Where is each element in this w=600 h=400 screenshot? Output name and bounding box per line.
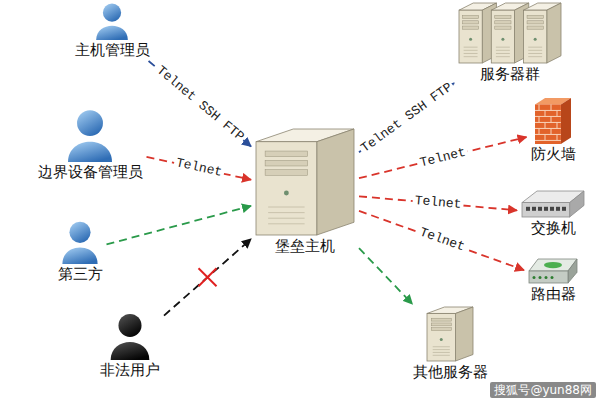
device-node: 堡垒主机: [253, 128, 357, 255]
person-icon: [60, 220, 100, 264]
node-label: 其他服务器: [413, 363, 488, 381]
protocol-label: Telnet: [415, 225, 468, 255]
tower-icon: [255, 128, 355, 236]
node-label: 交换机: [531, 219, 576, 237]
node-label: 路由器: [531, 285, 576, 303]
dashed-connector: [147, 157, 252, 180]
device-node: 交换机: [519, 190, 587, 237]
node-label: 非法用户: [100, 361, 160, 379]
dashed-connector: [359, 211, 524, 270]
dashed-connector: [107, 206, 252, 245]
group-icon: [458, 2, 562, 64]
device-node: 主机管理员: [73, 2, 152, 59]
node-label: 主机管理员: [75, 41, 150, 59]
person-icon: [65, 108, 115, 162]
device-node: 边界设备管理员: [36, 108, 145, 181]
protocol-label: Telnet SSH FTP: [152, 62, 248, 145]
firewall-icon: [535, 98, 571, 144]
device-node: 其他服务器: [411, 306, 490, 381]
router-icon: [528, 258, 578, 284]
switch-icon: [521, 190, 585, 218]
protocol-label: Telnet SSH FTP: [357, 79, 457, 157]
person-icon: [108, 312, 152, 360]
protocol-label: Telnet: [172, 156, 225, 181]
protocol-label: Telnet: [416, 145, 469, 171]
device-node: 非法用户: [98, 312, 162, 379]
device-node: 服务器群: [456, 2, 564, 83]
device-node: 防火墙: [529, 98, 578, 163]
node-label: 边界设备管理员: [38, 163, 143, 181]
person-icon: [94, 2, 130, 40]
dashed-connector: [359, 248, 412, 304]
node-label: 服务器群: [480, 65, 540, 83]
device-node: 第三方: [56, 220, 105, 283]
watermark: 搜狐号@yun88网: [490, 382, 596, 398]
node-label: 第三方: [58, 265, 103, 283]
node-label: 防火墙: [531, 145, 576, 163]
protocol-label: Telnet: [412, 194, 464, 212]
node-label: 堡垒主机: [275, 237, 335, 255]
dashed-connector: [164, 239, 251, 316]
dashed-connector: [149, 61, 251, 146]
device-node: 路由器: [526, 258, 580, 303]
tower-icon: [426, 306, 474, 362]
blocked-cross: [199, 268, 217, 286]
